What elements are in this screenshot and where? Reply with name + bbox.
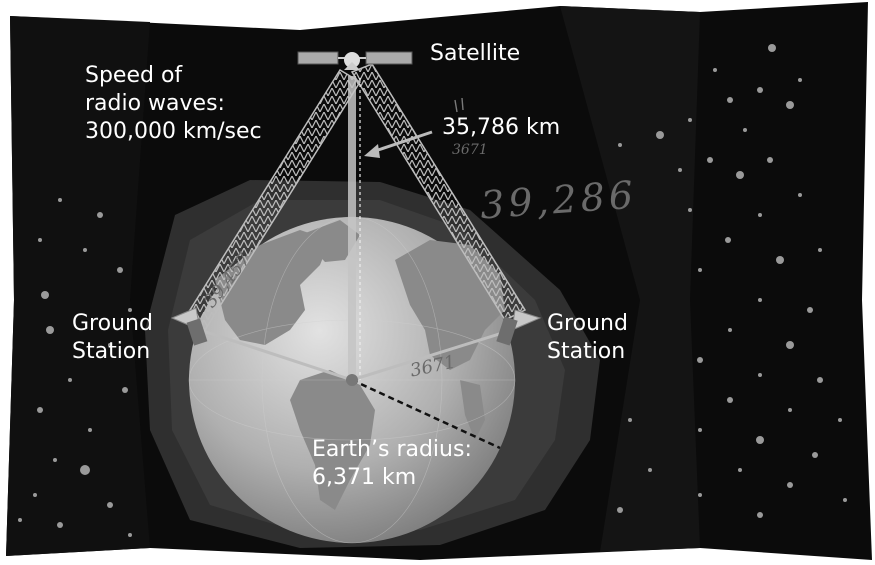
speed-label-line3: 300,000 km/sec — [85, 119, 262, 144]
earth-radius-label: Earth’s radius: 6,371 km — [312, 436, 472, 492]
ground-right-line2: Station — [547, 339, 626, 364]
ground-station-left-icon — [170, 307, 208, 346]
beam-right — [350, 63, 527, 321]
altitude-line — [348, 76, 356, 380]
satellite-icon — [297, 51, 413, 70]
stars — [18, 44, 847, 537]
center-to-right-station — [351, 328, 513, 382]
satellite-label: Satellite — [430, 41, 521, 66]
handwritten-annotations — [454, 97, 464, 113]
radius-line1: Earth’s radius: — [312, 437, 472, 462]
ground-station-right-icon — [496, 309, 542, 346]
ground-left-line2: Station — [72, 339, 151, 364]
ground-left-line1: Ground — [72, 311, 153, 336]
fold-shade-left — [6, 16, 150, 556]
earth-center-dot — [346, 374, 358, 386]
ground-station-right-label: Ground Station — [547, 310, 628, 366]
radius-line2: 6,371 km — [312, 465, 417, 490]
center-to-left-station — [199, 328, 353, 382]
fold-shade-right — [560, 6, 700, 552]
earth-radius-line — [351, 378, 501, 450]
altitude-pointer-arrow — [364, 130, 433, 158]
speed-label-line1: Speed of — [85, 63, 183, 88]
speed-label-line2: radio waves: — [85, 91, 225, 116]
ground-right-line1: Ground — [547, 311, 628, 336]
speed-label: Speed of radio waves: 300,000 km/sec — [85, 62, 262, 146]
ground-station-left-label: Ground Station — [72, 310, 153, 366]
handwritten-small-number: 3671 — [452, 142, 488, 158]
altitude-label: 35,786 km — [442, 115, 561, 140]
